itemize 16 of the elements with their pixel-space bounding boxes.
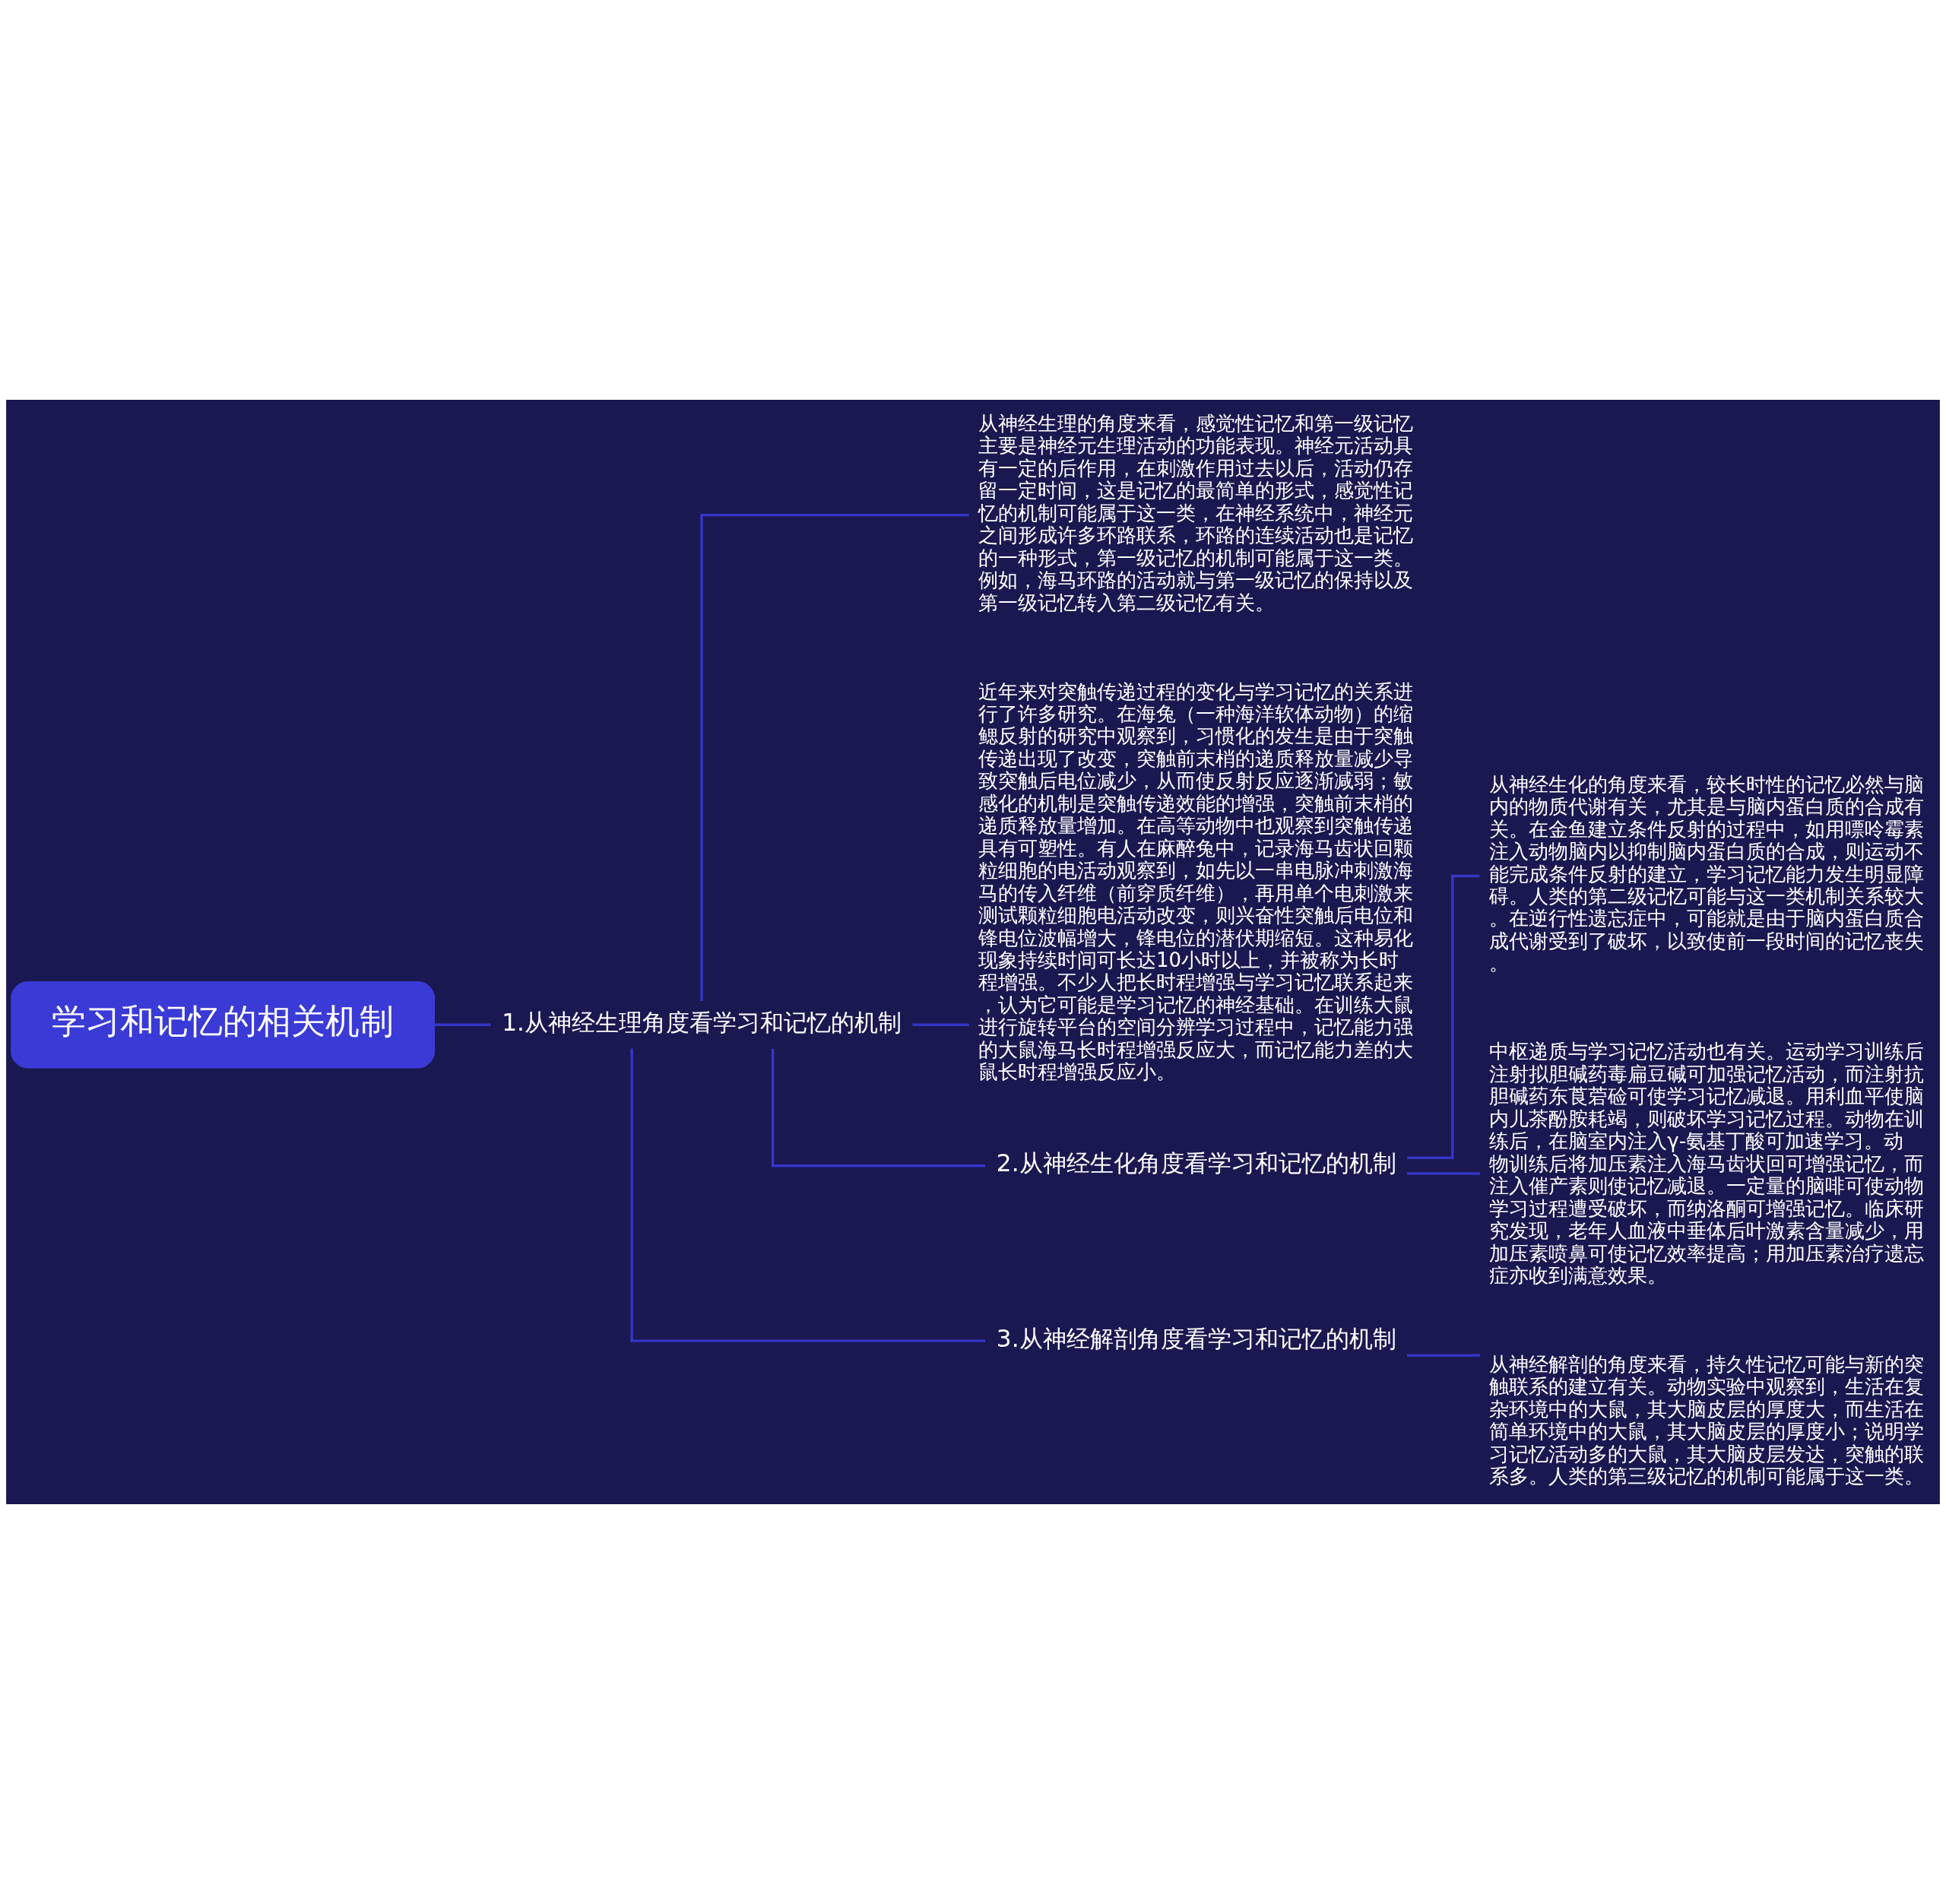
- node-text: 从神经生化的角度来看，较长时性的记忆必然与脑内的物质代谢有关，尤其是与脑内蛋白质的合成有关。在金鱼建立条件反射的过程中，如用嘌呤霉素注入动物脑内以抑制脑内蛋白质的合成，则运动不能完成条件反射的建立，学习记忆能力发生明显障碍。人类的第二级记忆可能与这一类机制关系较大。在逆行性遗忘症中，可能就是由于脑内蛋白质合成代谢受到了破坏，以致使前一段时间的记忆丧失。: [1489, 772, 1925, 975]
- node-text: 从神经生理的角度来看，感觉性记忆和第一级记忆主要是神经元生理活动的功能表现。神经元活动具有一定的后作用，在刺激作用过去以后，活动仍存留一定时间，这是记忆的最简单的形式，感觉性记忆的机制可能属于这一类，在神经系统中，神经元之间形成许多环路联系，环路的连续活动也是记忆的一种形式，第一级记忆的机制可能属于这一类。例如，海马环路的活动就与第一级记忆的保持以及第一级记忆转入第二级记忆有关。: [978, 411, 1413, 614]
- connector: [1407, 1172, 1480, 1175]
- connector: [434, 1023, 491, 1026]
- connector: [912, 1023, 969, 1026]
- node-text: 2.从神经生化角度看学习和记忆的机制: [996, 1149, 1396, 1177]
- connector: [1407, 1354, 1480, 1357]
- node-text: 从神经解剖的角度来看，持久性记忆可能与新的突触联系的建立有关。动物实验中观察到，生活在复杂环境中的大鼠，其大脑皮层的厚度大，而生活在简单环境中的大鼠，其大脑皮层的厚度小；说明学习记忆活动多的大鼠，其大脑皮层发达，突触的联系多。人类的第三级记忆的机制可能属于这一类。: [1489, 1352, 1925, 1488]
- connector: [630, 1048, 986, 1342]
- connector: [771, 1048, 985, 1167]
- connector: [700, 513, 969, 1001]
- node-text: 3.从神经解剖角度看学习和记忆的机制: [996, 1324, 1396, 1352]
- node-box: 学习和记忆的相关机制: [11, 981, 436, 1069]
- node-text: 近年来对突触传递过程的变化与学习记忆的关系进行了许多研究。在海兔（一种海洋软体动物）的缩鳃反射的研究中观察到，习惯化的发生是由于突触传递出现了改变，突触前末梢的递质释放量减少导致突触后电位减少，从而使反射反应逐渐减弱；敏感化的机制是突触传递效能的增强，突触前末梢的递质释放量增加。在高等动物中也观察到突触传递具有可塑性。有人在麻醉兔中，记录海马齿状回颗粒细胞的电活动观察到，如先以一串电脉冲刺激海马的传入纤维（前穿质纤维），再用单个电刺激来测试颗粒细胞电活动改变，则兴奋性突触后电位和锋电位波幅增大，锋电位的潜伏期缩短。这种易化现象持续时间可长达10小时以上，并被称为长时程增强。不少人把长时程增强与学习记忆联系起来，认为它可能是学习记忆的神经基础。在训练大鼠进行旋转平台的空间分辨学习过程中，记忆能力强的大鼠海马长时程增强反应大，而记忆能力差的大鼠长时程增强反应小。: [978, 680, 1413, 1084]
- node-text: 1.从神经生理角度看学习和记忆的机制: [502, 1008, 902, 1036]
- node-text: 中枢递质与学习记忆活动也有关。运动学习训练后注射拟胆碱药毒扁豆碱可加强记忆活动，而注射抗胆碱药东莨菪硷可使学习记忆减退。用利血平使脑内儿茶酚胺耗竭，则破坏学习记忆过程。动物在训练后，在脑室内注入γ-氨基丁酸可加速学习。动物训练后将加压素注入海马齿状回可增强记忆，而注入催产素则使记忆减退。一定量的脑啡可使动物学习过程遭受破坏，而纳洛酮可增强记忆。临床研究发现，老年人血液中垂体后叶激素含量减少，用加压素喷鼻可使记忆效率提高；用加压素治疗遗忘症亦收到满意效果。: [1489, 1040, 1925, 1288]
